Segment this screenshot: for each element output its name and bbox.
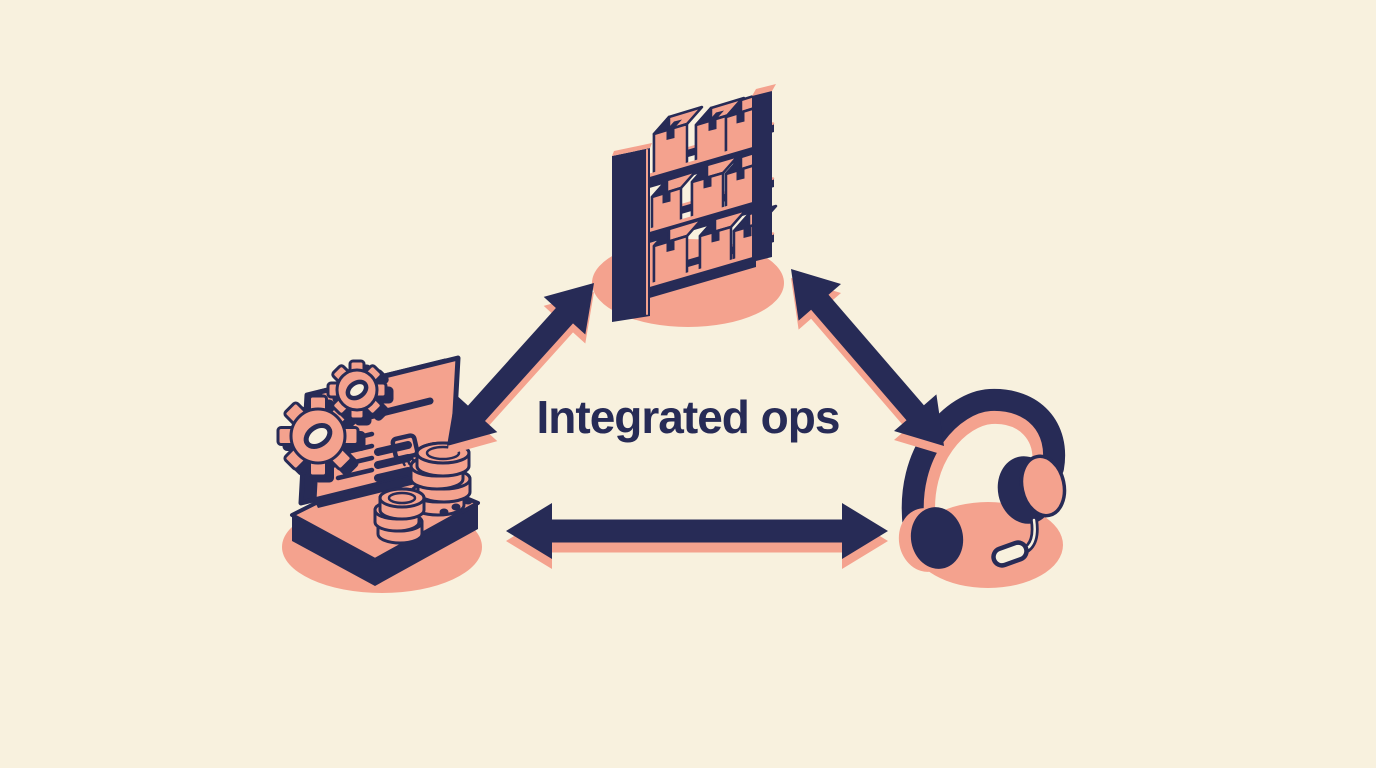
inventory-shelf-icon [592, 84, 784, 327]
arrow-shelf-to-headset [791, 269, 944, 455]
arrow-pos-to-headset [506, 503, 888, 569]
headset-icon [898, 388, 1067, 588]
gear-icon-small [326, 359, 394, 426]
headset-right-earcup [997, 454, 1067, 524]
pos-terminal-icon [276, 355, 482, 593]
shelf-side-planks [612, 84, 776, 322]
platform-dots [439, 497, 473, 516]
shelf-boxes-top-row [652, 89, 772, 180]
gear-icon-large [276, 394, 366, 483]
arrow-body [506, 503, 888, 559]
arrow-body [791, 269, 944, 446]
headset-band [901, 388, 1066, 539]
headset-left-earcup [898, 507, 964, 572]
screen-widget-outline [390, 433, 420, 461]
diagram-title: Integrated ops [536, 391, 841, 443]
arrow-pos-to-shelf [447, 283, 594, 455]
coin-stack-short [373, 487, 426, 545]
headset-mic-capsule [991, 540, 1029, 568]
arrow-body [447, 283, 594, 446]
